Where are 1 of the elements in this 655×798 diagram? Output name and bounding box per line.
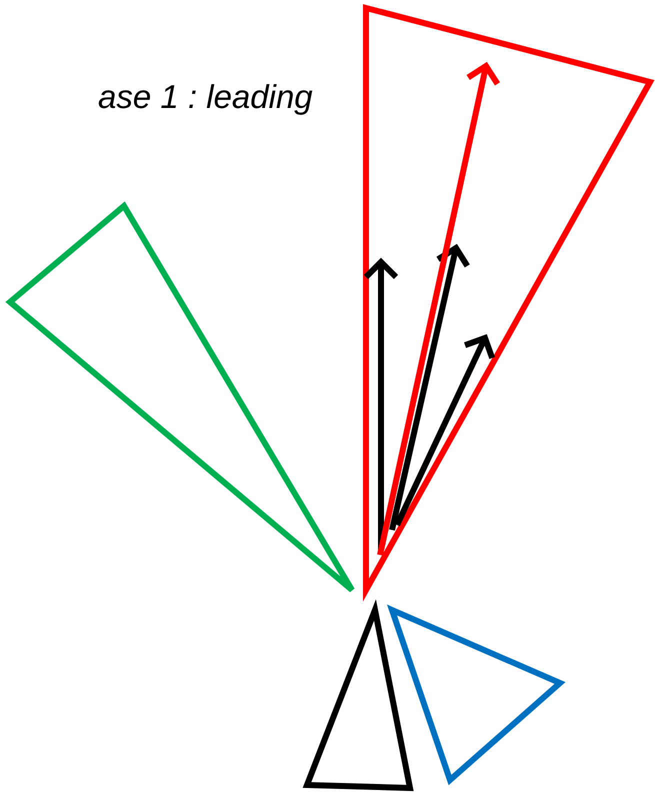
note-text: ase 1 : leading: [98, 78, 313, 116]
